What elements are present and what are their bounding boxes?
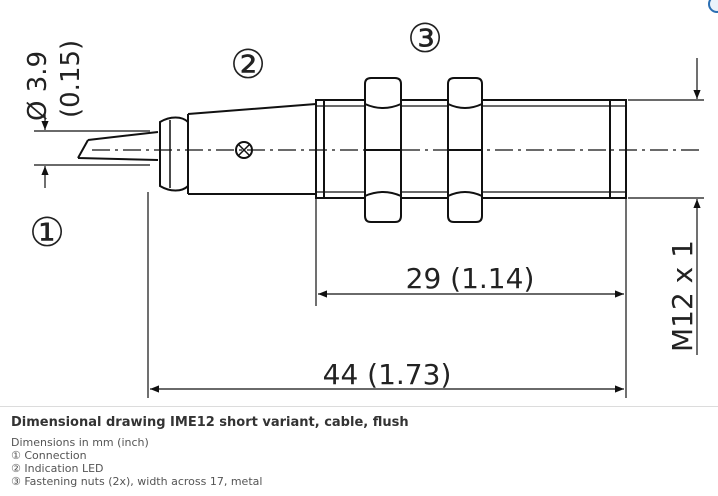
callout-3: ③ (407, 16, 443, 62)
dimensional-drawing: ③ ② ① Ø 3.9 (0.15) 29 (1.14) 44 (1.73) M… (23, 16, 704, 398)
corner-indicator-icon (708, 0, 718, 13)
diameter-label: Ø 3.9 (23, 51, 53, 121)
dim-thread-inch: (1.14) (450, 262, 534, 295)
dim-total-label: 44 (1.73) (323, 358, 452, 391)
caption-lines: Dimensions in mm (inch) ① Connection ② I… (11, 436, 262, 488)
extension-lines (34, 99, 704, 398)
caption-line-connection: ① Connection (11, 449, 87, 462)
caption-panel: Dimensional drawing IME12 short variant,… (0, 406, 718, 496)
dim-thread-value: 29 (406, 262, 442, 295)
cable-cap (159, 116, 189, 192)
callout-2: ② (230, 42, 266, 88)
dim-thread-label: 29 (1.14) (406, 262, 535, 295)
cable (77, 131, 159, 161)
thread-label: M12 x 1 (666, 240, 699, 352)
rear-housing (187, 103, 317, 195)
dimension-arrows (41, 58, 701, 393)
diameter-inch: (0.15) (56, 40, 86, 118)
dim-total-value: 44 (323, 358, 359, 391)
fastening-nut-2 (447, 77, 483, 223)
caption-title: Dimensional drawing IME12 short variant,… (11, 415, 409, 430)
caption-line-nuts: ③ Fastening nuts (2x), width across 17, … (11, 475, 263, 488)
caption-line-led: ② Indication LED (11, 462, 104, 475)
dim-total-inch: (1.73) (367, 358, 451, 391)
caption-line-units: Dimensions in mm (inch) (11, 436, 149, 449)
callout-1: ① (29, 210, 65, 256)
